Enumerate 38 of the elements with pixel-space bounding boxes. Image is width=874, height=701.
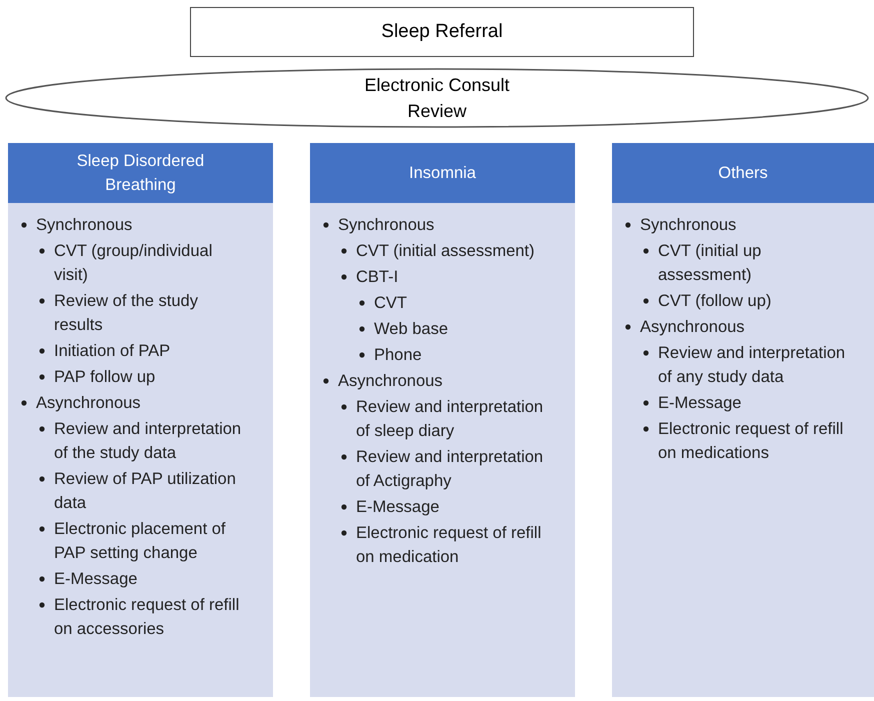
list-item: CVT (initial up assessment) (658, 242, 762, 284)
list-item: CVT (follow up) (658, 292, 772, 310)
list-item: Synchronous (640, 216, 736, 234)
category-panel (310, 143, 575, 697)
list-item: Review of PAP utilization data (54, 470, 236, 512)
list-item: Phone (374, 346, 422, 364)
list-item: E-Message (356, 498, 440, 516)
list-item: Asynchronous (36, 394, 141, 412)
list-item: CVT (374, 294, 407, 312)
list-item: Review and interpretation of any study data (658, 344, 846, 386)
list-item: Review and interpretation of Actigraphy (356, 448, 544, 490)
list-item: Synchronous (36, 216, 132, 234)
list-item: Synchronous (338, 216, 434, 234)
list-item: Electronic request of refill on medications (658, 420, 844, 462)
list-item: CBT-I (356, 268, 398, 286)
column-header: Others (612, 143, 874, 203)
column-header: Sleep Disordered Breathing (8, 143, 273, 203)
list-item: Electronic placement of PAP setting change (54, 520, 226, 562)
list-item: CVT (initial assessment) (356, 242, 534, 260)
process-box: Sleep Referral (190, 7, 694, 57)
list-item: CVT (group/individual visit) (54, 242, 212, 284)
list-item: Review of the study results (54, 292, 198, 334)
list-item: Asynchronous (640, 318, 745, 336)
list-item: Review and interpretation of the study data (54, 420, 242, 462)
list-item: Asynchronous (338, 372, 443, 390)
category-panel (8, 143, 273, 697)
category-panel (612, 143, 874, 697)
list-item: Electronic request of refill on medication (356, 524, 542, 566)
list-item: E-Message (658, 394, 742, 412)
list-item: Review and interpretation of sleep diary (356, 398, 544, 440)
review-ellipse (5, 68, 869, 128)
list-item: Electronic request of refill on accessories (54, 596, 240, 638)
column-header: Insomnia (310, 143, 575, 203)
list-item: PAP follow up (54, 368, 156, 386)
ellipse-label: Electronic Consult Review (363, 74, 511, 123)
list-item: Initiation of PAP (54, 342, 170, 360)
list-item: E-Message (54, 570, 138, 588)
list-item: Web base (374, 320, 448, 338)
